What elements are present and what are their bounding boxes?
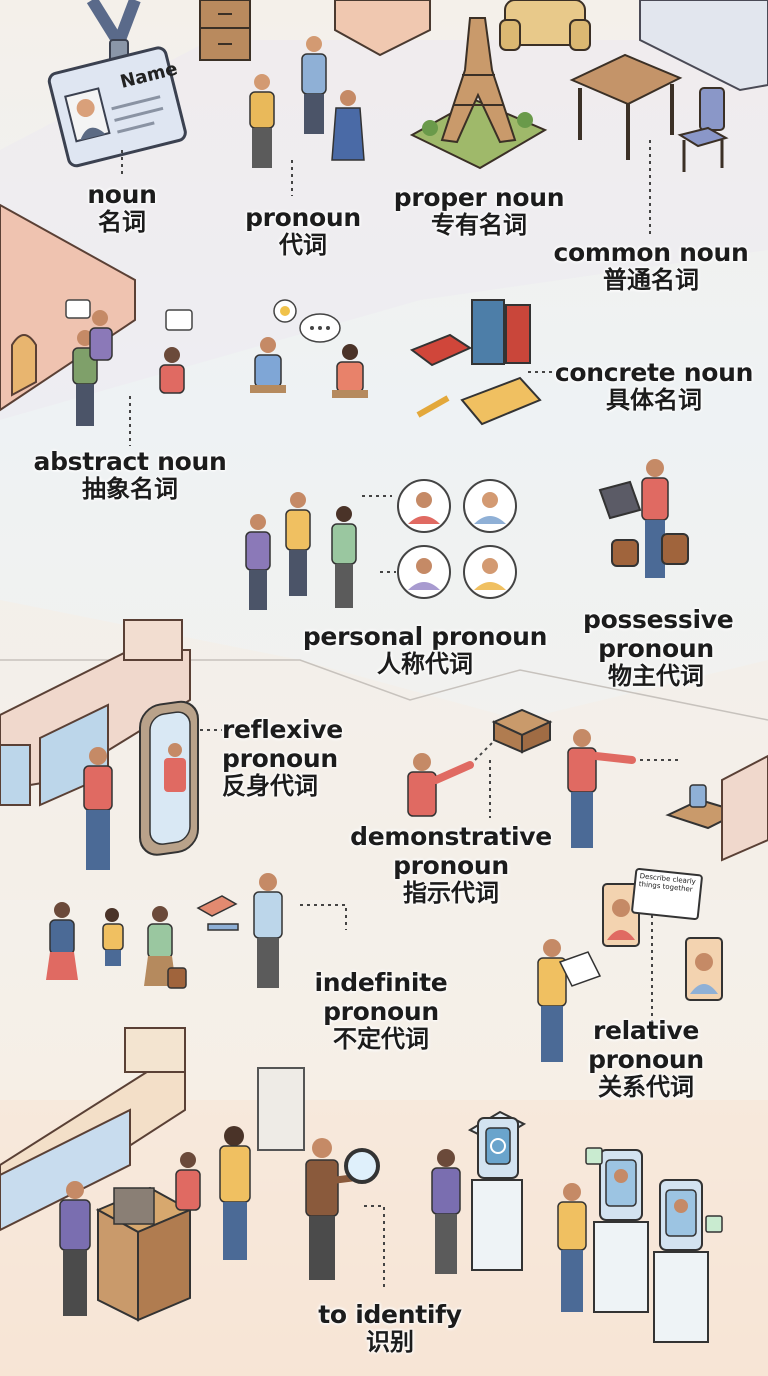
term-zh: 人称代词	[377, 650, 473, 678]
box-on-pedestal	[491, 708, 553, 754]
term-en: abstract noun	[33, 447, 227, 476]
eiffel-tower	[409, 17, 548, 170]
pronoun-group-people	[249, 36, 365, 168]
indefinite-pronoun-people	[46, 873, 347, 989]
term-en: common noun	[553, 238, 749, 267]
term-zh: 不定代词	[333, 1025, 429, 1053]
avatar-circles	[362, 479, 517, 599]
term-zh: 抽象名词	[82, 475, 178, 503]
term-zh: 具体名词	[606, 386, 702, 414]
armchair	[499, 0, 591, 51]
info-sign: Describe clearly things together	[631, 867, 703, 921]
relative-pronoun-scene: Describe clearly things together	[537, 867, 723, 1062]
reflexive-scene	[0, 619, 199, 870]
term-relative-pronoun: relative pronoun 关系代词	[576, 1016, 716, 1102]
term-en: noun	[87, 180, 157, 209]
name-badge: Name	[47, 0, 187, 168]
term-noun: noun 名词	[62, 180, 182, 237]
photo-card	[685, 937, 723, 1001]
term-pronoun: pronoun 代词	[228, 203, 378, 260]
term-common-noun: common noun 普通名词	[548, 238, 754, 295]
term-en: pronoun	[245, 203, 361, 232]
avatar	[397, 479, 451, 533]
term-en: indefinite pronoun	[314, 968, 448, 1026]
avatar	[397, 545, 451, 599]
leader-lines	[121, 140, 651, 818]
photo-card	[602, 883, 640, 947]
drawer-cabinet	[199, 0, 251, 61]
term-zh: 普通名词	[603, 266, 699, 294]
term-zh: 反身代词	[222, 772, 318, 800]
books-and-tools	[409, 299, 542, 426]
term-zh: 关系代词	[598, 1073, 694, 1101]
abstract-noun-people	[65, 299, 193, 426]
term-zh: 代词	[279, 231, 327, 259]
detective	[305, 1138, 385, 1290]
conversation-people	[250, 299, 368, 398]
term-en: concrete noun	[554, 358, 754, 387]
wall-panel	[334, 0, 768, 92]
term-zh: 指示代词	[403, 879, 499, 907]
table-and-chair	[569, 53, 729, 172]
mirror	[139, 700, 199, 856]
term-en: personal pronoun	[302, 622, 548, 651]
term-en: proper noun	[393, 183, 565, 212]
term-en: to identify	[318, 1300, 462, 1329]
term-personal-pronoun: personal pronoun 人称代词	[300, 622, 550, 679]
avatar	[463, 479, 517, 533]
avatar	[463, 545, 517, 599]
face-scanner-kiosks	[557, 1147, 723, 1343]
personal-pronoun-group	[245, 492, 357, 610]
term-abstract-noun: abstract noun 抽象名词	[30, 447, 230, 504]
term-en: demonstrative pronoun	[350, 822, 552, 880]
bottom-office	[0, 1027, 305, 1322]
fingerprint-kiosk	[431, 1110, 527, 1274]
term-zh: 识别	[366, 1328, 414, 1356]
term-possessive-pronoun: possessive pronoun 物主代词	[583, 605, 734, 691]
term-indefinite-pronoun: indefinite pronoun 不定代词	[306, 968, 456, 1054]
demonstrative-scene	[407, 708, 768, 862]
term-demonstrative-pronoun: demonstrative pronoun 指示代词	[346, 822, 556, 908]
term-en: reflexive pronoun	[222, 715, 343, 773]
term-to-identify: to identify 识别	[300, 1300, 480, 1357]
term-zh: 专有名词	[431, 211, 527, 239]
term-en: relative pronoun	[588, 1016, 704, 1074]
possessive-pronoun-person	[598, 459, 689, 578]
term-proper-noun: proper noun 专有名词	[388, 183, 570, 240]
term-en: possessive pronoun	[583, 605, 734, 663]
term-concrete-noun: concrete noun 具体名词	[550, 358, 758, 415]
term-reflexive-pronoun: reflexive pronoun 反身代词	[222, 715, 362, 801]
term-zh: 物主代词	[608, 662, 704, 690]
term-zh: 名词	[98, 208, 146, 236]
